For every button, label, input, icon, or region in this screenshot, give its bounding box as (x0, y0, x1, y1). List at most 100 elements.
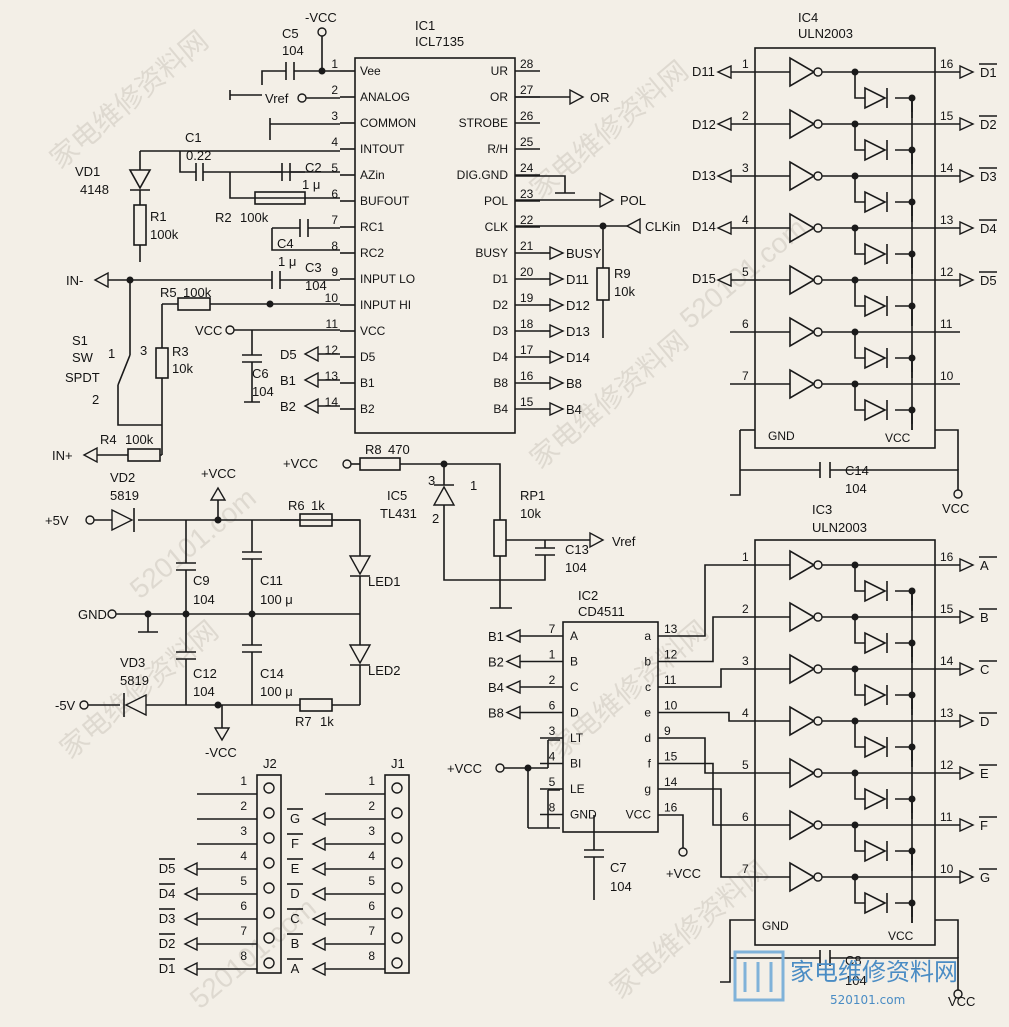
component-label: C7 (610, 860, 627, 875)
uln-out-pin-number: 15 (940, 109, 954, 123)
connector-net: F (291, 836, 299, 851)
component-label: 100k (240, 210, 269, 225)
uln-out-net: G (980, 870, 990, 885)
uln-diode-wire (854, 773, 913, 813)
uln-out-net: D4 (980, 221, 997, 236)
uln-out-net: D1 (980, 65, 997, 80)
uln-buffer (789, 549, 816, 581)
uln-in-pin-number: 4 (742, 706, 749, 720)
component-label: R9 (614, 266, 631, 281)
ic2-seg-wire (658, 788, 730, 878)
component-label: IC5 (387, 488, 407, 503)
ic1-right-pins: 28UR27OR26STROBE25R/H24DIG.GND23POL22CLK… (457, 57, 602, 417)
ic1-net-label: D13 (566, 324, 590, 339)
uln-inverter-bubble (813, 664, 823, 674)
component-label: D14 (692, 219, 716, 234)
uln-out-pin-number: 16 (940, 57, 954, 71)
ic2-pin-name: e (644, 706, 651, 720)
uln-buffer (789, 757, 816, 789)
connector-arrow (311, 886, 326, 902)
input-network-wiring (82, 27, 963, 499)
connector-pin (263, 807, 275, 819)
connector-net: D5 (159, 861, 176, 876)
ic3-vcc-label: VCC (888, 929, 914, 943)
component-label: 1 (108, 346, 115, 361)
ic1-pin-name: RC1 (360, 220, 384, 234)
connector-net: C (290, 911, 299, 926)
ic2-pin-number: 6 (549, 699, 556, 713)
uln-in-pin-number: 1 (742, 550, 749, 564)
logo-mark (733, 950, 785, 1002)
component-label: 104 (565, 560, 587, 575)
ic3-part: ULN2003 (812, 520, 867, 535)
uln-diode (864, 138, 887, 162)
uln-inverter-bubble (813, 327, 823, 337)
ic2-pin-number: 9 (664, 724, 671, 738)
uln-out-arrow (959, 869, 975, 885)
uln-in-pin-number: 7 (742, 862, 749, 876)
ic1-net-label: B8 (566, 376, 582, 391)
ic1-pin-number: 19 (520, 291, 534, 305)
connector-pin (391, 957, 403, 969)
ic2-pin-name: a (644, 629, 651, 643)
uln-buffer (789, 809, 816, 841)
ic2-pin-number: 1 (549, 648, 556, 662)
ic4-vcc-label: VCC (885, 431, 911, 445)
ic2-seg-wire (658, 711, 730, 722)
ic1-pin-number: 22 (520, 213, 534, 227)
ic1-pin-number: 18 (520, 317, 534, 331)
ic2-part: CD4511 (578, 604, 625, 619)
uln-diode (864, 242, 887, 266)
ic1-net-arrow (549, 323, 565, 339)
ic2-pin-name: B (570, 655, 578, 669)
ic2-net-arrow (505, 654, 521, 669)
uln-out-pin-number: 13 (940, 706, 954, 720)
uln-diode-wire (854, 877, 913, 917)
uln-out-arrow (959, 765, 975, 781)
uln-diode (864, 346, 887, 370)
ic2-pin-name: g (644, 782, 651, 796)
ic1-pin-name: D1 (493, 272, 509, 286)
connector-net: D (290, 886, 299, 901)
ic2-seg-wire (658, 737, 730, 774)
component-label: 104 (193, 684, 215, 699)
ic2-pin-number: 7 (549, 622, 556, 636)
component-label: C14 (845, 463, 869, 478)
uln-diode (864, 398, 887, 422)
ic1-pin-name: UR (491, 64, 509, 78)
component-label: IN+ (52, 448, 73, 463)
connector-pin-number: 7 (240, 924, 247, 938)
ic1-ref: IC1 (415, 18, 435, 33)
component-label: R7 (295, 714, 312, 729)
ic2-pin-number: 2 (549, 673, 556, 687)
component-label: 104 (305, 278, 327, 293)
connector-arrow (311, 936, 326, 952)
ic2-pin-name: LT (570, 731, 584, 745)
component-label: VCC (942, 501, 969, 516)
component-label: S1 (72, 333, 88, 348)
ic1-net-label: B4 (566, 402, 582, 417)
connector-arrow (183, 911, 198, 927)
ic1-part: ICL7135 (415, 34, 464, 49)
uln-out-pin-number: 12 (940, 758, 954, 772)
ic1-pin-name: R/H (487, 142, 508, 156)
ic1-pin-name: AZin (360, 168, 385, 182)
uln-diode (864, 683, 887, 707)
uln-out-pin-number: 14 (940, 654, 954, 668)
uln-diode-wire (854, 384, 913, 424)
connector-pin-number: 2 (240, 799, 247, 813)
uln-diode (864, 891, 887, 915)
ic1-pin-name: INPUT LO (360, 272, 415, 286)
component-label: 100 μ (260, 592, 293, 607)
ic2-pin-name: b (644, 655, 651, 669)
ic1-net-arrow (549, 401, 565, 417)
component-label: VCC (195, 323, 222, 338)
uln-inverter-bubble (813, 716, 823, 726)
component-label: 104 (252, 384, 274, 399)
component-label: TL431 (380, 506, 417, 521)
connector-pin (391, 907, 403, 919)
ic1-pin-number: 3 (331, 109, 338, 123)
